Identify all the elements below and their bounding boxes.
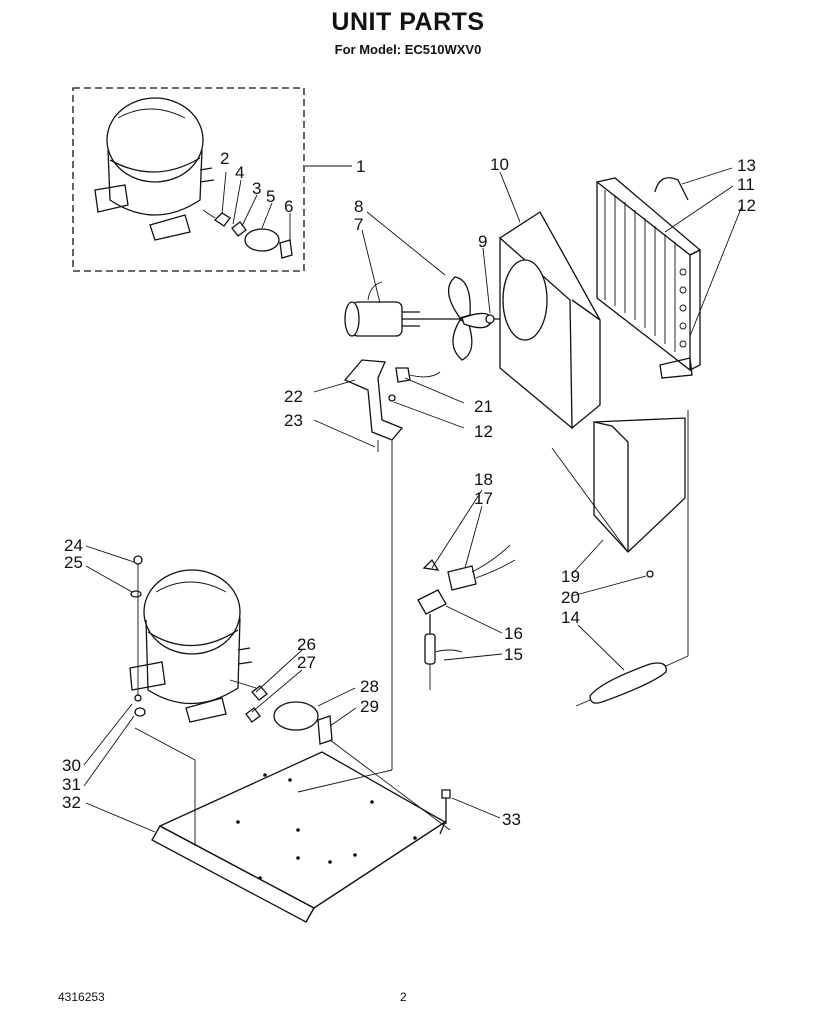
callout-28: 28 bbox=[360, 677, 379, 696]
base-pan bbox=[134, 440, 451, 923]
callout-9: 9 bbox=[478, 232, 487, 251]
callout-16: 16 bbox=[504, 624, 523, 643]
callout-27: 27 bbox=[297, 653, 316, 672]
callout-2: 2 bbox=[220, 149, 229, 168]
callout-23: 23 bbox=[284, 411, 303, 430]
document-number: 4316253 bbox=[58, 990, 105, 1004]
callout-19: 19 bbox=[561, 567, 580, 586]
callout-12-upper: 12 bbox=[737, 196, 756, 215]
callout-12-middle: 12 bbox=[474, 422, 493, 441]
callout-10: 10 bbox=[490, 155, 509, 174]
callout-21: 21 bbox=[474, 397, 493, 416]
callout-4: 4 bbox=[235, 163, 244, 182]
condenser-coil bbox=[596, 177, 702, 379]
page-number: 2 bbox=[400, 990, 407, 1004]
callout-labels: 1 2 3 4 5 6 7 8 9 10 11 12 13 12 21 22 2… bbox=[62, 149, 756, 829]
callout-24: 24 bbox=[64, 536, 83, 555]
callout-3: 3 bbox=[252, 179, 261, 198]
relay-overload-group bbox=[417, 544, 516, 690]
callout-14: 14 bbox=[561, 608, 580, 627]
compressor bbox=[129, 555, 333, 745]
callout-11: 11 bbox=[737, 175, 755, 194]
callout-29: 29 bbox=[360, 697, 379, 716]
fan-motor-assembly bbox=[344, 276, 500, 361]
model-subtitle: For Model: EC510WXV0 bbox=[334, 42, 482, 57]
callout-32: 32 bbox=[62, 793, 81, 812]
callout-33: 33 bbox=[502, 810, 521, 829]
callout-7: 7 bbox=[354, 215, 363, 234]
callout-17: 17 bbox=[474, 489, 493, 508]
callout-30: 30 bbox=[62, 756, 81, 775]
callout-20: 20 bbox=[561, 588, 580, 607]
callout-1: 1 bbox=[356, 157, 365, 176]
compressor-kit-box bbox=[72, 87, 305, 272]
callout-26: 26 bbox=[297, 635, 316, 654]
callout-5: 5 bbox=[266, 187, 275, 206]
callout-31: 31 bbox=[62, 775, 81, 794]
leader-lines bbox=[83, 165, 743, 833]
callout-8: 8 bbox=[354, 197, 363, 216]
motor-bracket bbox=[343, 359, 441, 452]
page-title: UNIT PARTS bbox=[331, 8, 485, 36]
callout-25: 25 bbox=[64, 553, 83, 572]
callout-18: 18 bbox=[474, 470, 493, 489]
callout-22: 22 bbox=[284, 387, 303, 406]
callout-15: 15 bbox=[504, 645, 523, 664]
filter-drier bbox=[575, 410, 689, 707]
callout-6: 6 bbox=[284, 197, 293, 216]
fan-shroud bbox=[499, 211, 601, 430]
air-baffle bbox=[551, 417, 686, 578]
callout-13: 13 bbox=[737, 156, 756, 175]
